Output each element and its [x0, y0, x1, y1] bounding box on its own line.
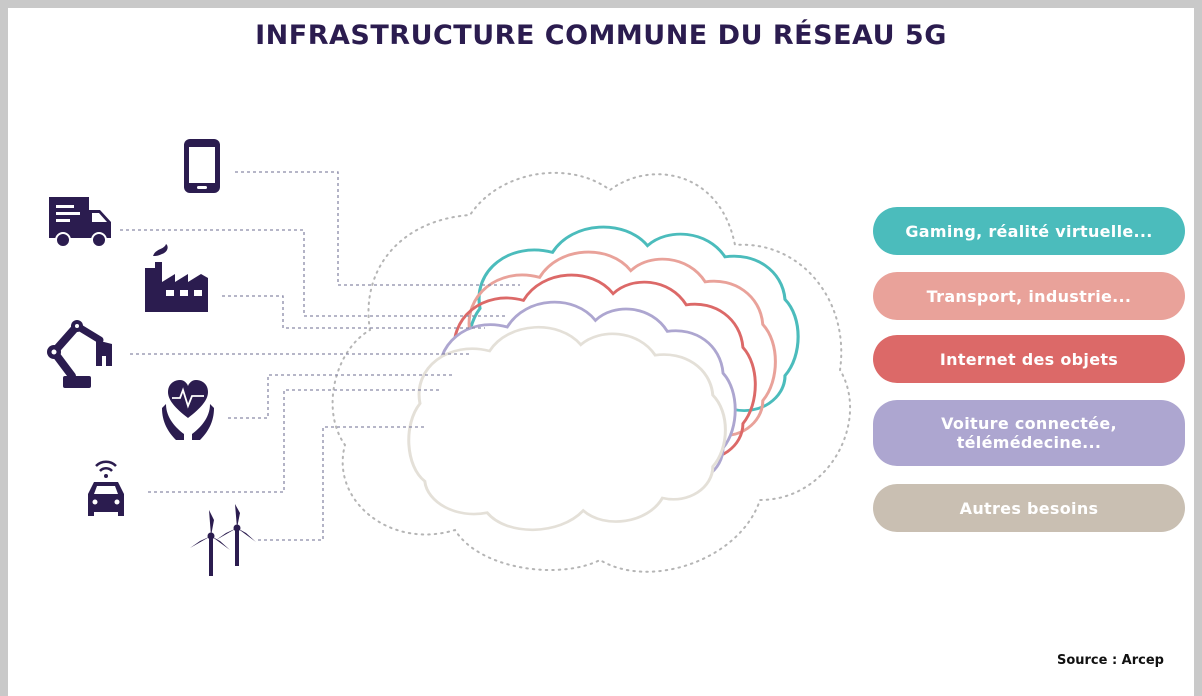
- page-title: INFRASTRUCTURE COMMUNE DU RÉSEAU 5G: [255, 20, 947, 51]
- dotted-cloud-outline: [331, 171, 851, 573]
- label-transport: Transport, industrie...: [873, 272, 1185, 320]
- factory-icon: [145, 244, 208, 312]
- connector-factory: [222, 295, 485, 329]
- label-gaming: Gaming, réalité virtuelle...: [873, 207, 1185, 255]
- connected-car-icon: [88, 460, 124, 516]
- truck-icon: [49, 197, 111, 248]
- wind-turbines-icon: [190, 504, 256, 576]
- robot-arm-icon: [47, 320, 112, 388]
- connector-smartphone: [235, 171, 520, 286]
- source-credit: Source : Arcep: [1056, 653, 1164, 668]
- health-hands-icon: [162, 380, 214, 440]
- connector-lines: [120, 171, 520, 541]
- connector-truck: [120, 229, 505, 317]
- smartphone-icon: [184, 139, 220, 193]
- connector-wind: [258, 426, 425, 541]
- connector-health: [228, 374, 455, 419]
- cloud-autres: [407, 325, 727, 532]
- label-voiture: Voiture connectée, télémédecine...: [873, 400, 1185, 466]
- label-iot: Internet des objets: [873, 335, 1185, 383]
- label-autres: Autres besoins: [873, 484, 1185, 532]
- connector-car: [148, 389, 440, 493]
